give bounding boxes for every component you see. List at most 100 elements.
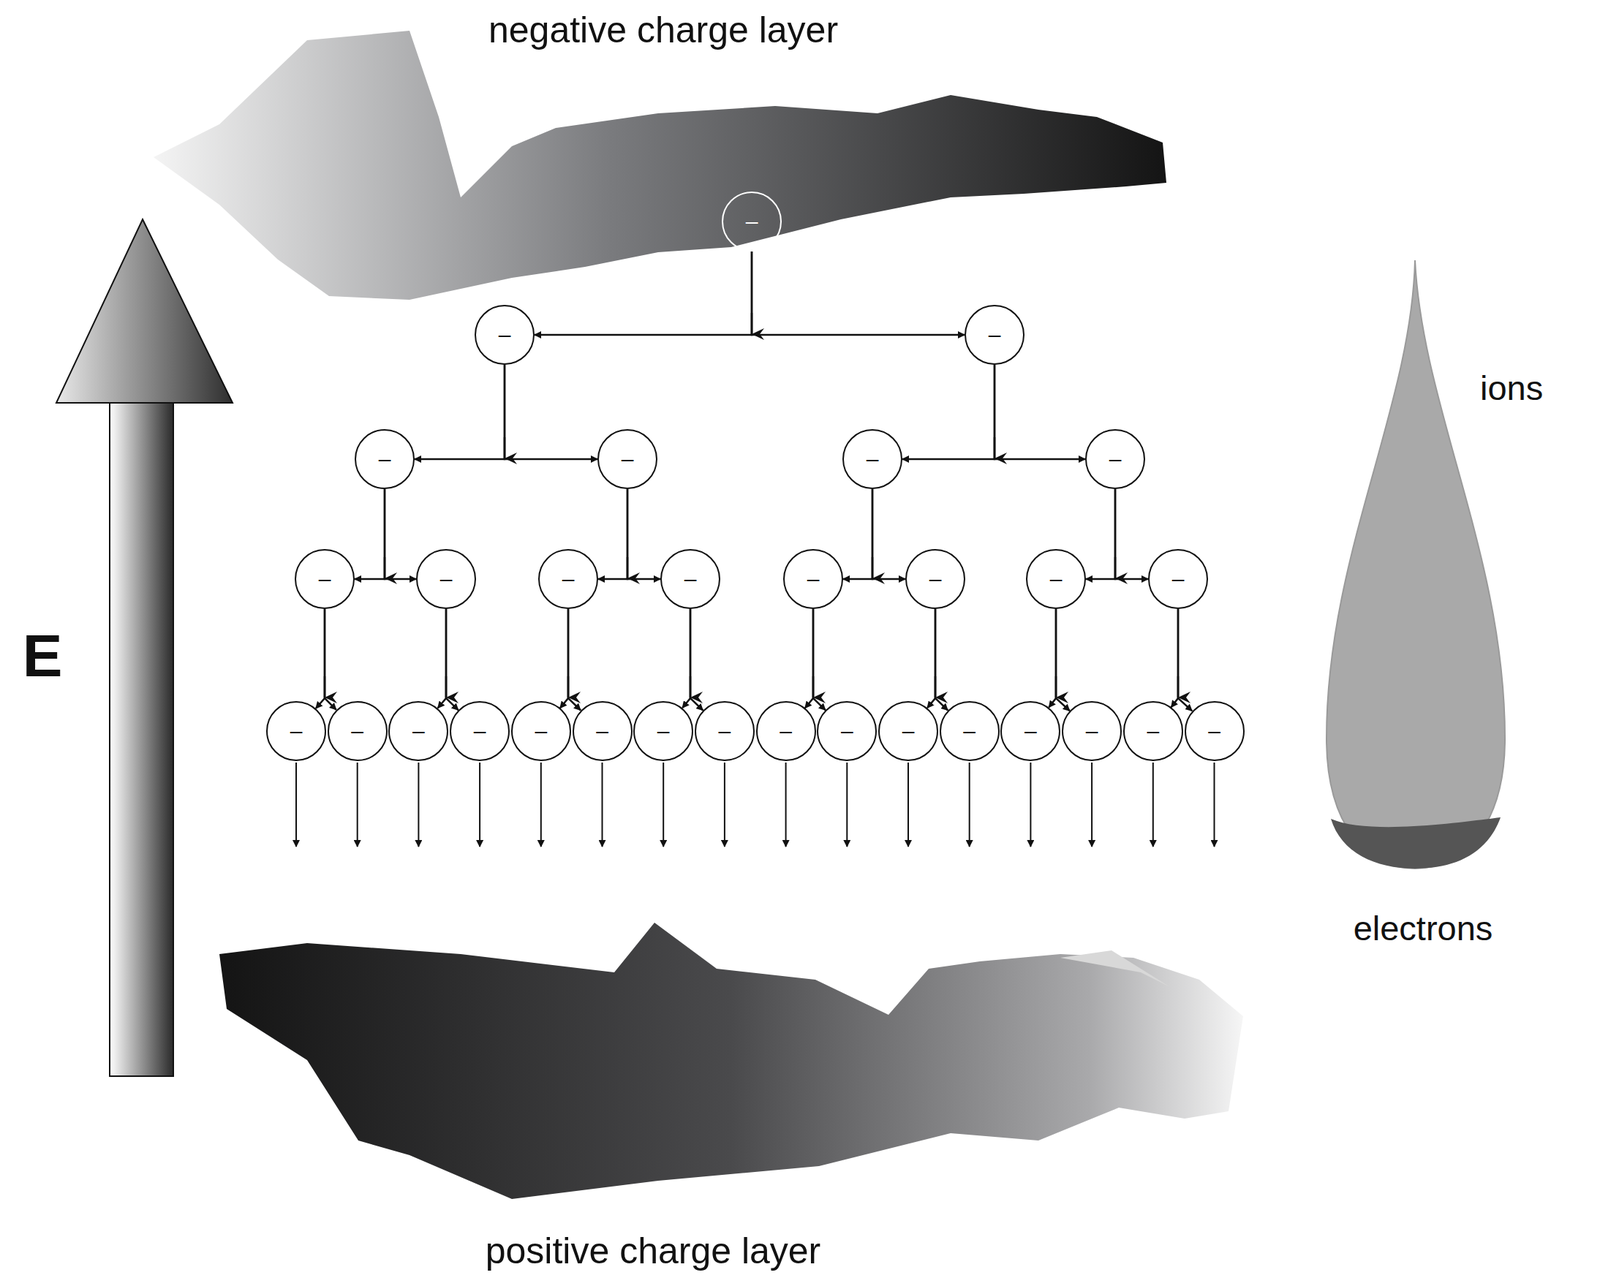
electron-circle: – (1000, 701, 1061, 762)
electron-circle: – (905, 549, 966, 610)
drift-arrow (478, 762, 481, 847)
drift-arrow (601, 762, 604, 847)
drift-arrow (968, 762, 971, 847)
charge-sign: – (351, 720, 364, 743)
electron-circle: – (354, 429, 415, 490)
field-arrow-shaft (109, 402, 174, 1077)
electron-circle: – (694, 701, 755, 762)
split-connector (935, 609, 948, 711)
charge-sign: – (929, 568, 942, 591)
electron-circle: – (474, 304, 535, 365)
charge-sign: – (807, 568, 820, 591)
electron-circle: – (597, 429, 658, 490)
electron-circle: – (327, 701, 388, 762)
electron-cap (1330, 817, 1501, 869)
charge-sign: – (498, 323, 512, 346)
split-connector (414, 364, 505, 460)
charge-sign: – (657, 720, 670, 743)
split-connector (315, 609, 325, 709)
split-connector (902, 364, 995, 460)
charge-sign: – (440, 568, 453, 591)
split-connector (1055, 609, 1070, 711)
split-connector (324, 609, 337, 711)
charge-sign: – (1050, 568, 1063, 591)
charge-sign: – (840, 720, 854, 743)
charge-sign: – (621, 448, 635, 471)
electron-circle: – (756, 701, 817, 762)
charge-sign: – (866, 448, 879, 471)
split-connector (805, 609, 814, 708)
charge-sign: – (988, 323, 1002, 346)
charge-sign: – (902, 720, 915, 743)
drift-arrow (295, 762, 297, 847)
split-connector (872, 489, 906, 580)
drift-arrow (907, 762, 909, 847)
electron-circle: – (783, 549, 844, 610)
electron-circle: – (633, 701, 694, 762)
electron-circle: – (388, 701, 449, 762)
split-connector (568, 609, 581, 711)
caption-label: electrons (1353, 909, 1494, 948)
electron-circle: – (878, 701, 939, 762)
electron-circle: – (266, 701, 327, 762)
drift-arrow (540, 762, 542, 847)
split-connector (1171, 609, 1179, 708)
drift-arrow (662, 762, 664, 847)
split-connector (927, 609, 936, 708)
drift-arrow (1091, 762, 1093, 847)
charge-sign: – (562, 568, 575, 591)
caption-label: negative charge layer (488, 10, 839, 51)
electron-circle: – (1025, 549, 1086, 610)
drift-arrow (356, 762, 359, 847)
positive-charge-cloud (219, 922, 1244, 1200)
charge-sign: – (1024, 720, 1037, 743)
electron-circle: – (964, 304, 1025, 365)
electron-circle: – (1061, 701, 1122, 762)
charge-sign: – (1208, 720, 1221, 743)
split-connector (1178, 609, 1192, 711)
drift-arrow (1213, 762, 1216, 847)
split-connector (813, 609, 826, 711)
drift-arrow (417, 762, 420, 847)
caption-label: ions (1480, 369, 1543, 408)
electron-circle: – (294, 549, 355, 610)
split-connector (504, 364, 598, 460)
split-connector (1115, 489, 1149, 580)
split-connector (843, 489, 873, 580)
electron-circle: – (511, 701, 572, 762)
charge-sign: – (745, 210, 759, 233)
electron-circle: – (1085, 429, 1146, 490)
caption-label: E (22, 623, 63, 689)
electron-circle: – (1123, 701, 1184, 762)
split-connector (682, 609, 691, 708)
electron-circle: – (538, 549, 599, 610)
drift-arrow (846, 762, 848, 847)
electron-circle: – (816, 701, 877, 762)
split-connector (446, 609, 459, 711)
negative-charge-cloud (153, 30, 1167, 300)
charge-sign: – (1146, 720, 1160, 743)
charge-sign: – (290, 720, 303, 743)
charge-sign: – (1172, 568, 1185, 591)
charge-sign: – (412, 720, 425, 743)
electron-circle: – (721, 191, 782, 252)
caption-label: positive charge layer (485, 1231, 822, 1272)
ion-drop (1326, 260, 1505, 869)
drift-arrow (785, 762, 787, 847)
charge-sign: – (718, 720, 732, 743)
electron-circle: – (939, 701, 1000, 762)
split-connector (560, 609, 569, 708)
electron-circle: – (572, 701, 633, 762)
drift-arrow (723, 762, 726, 847)
split-connector (751, 251, 965, 335)
cloud-wisp (1060, 950, 1171, 988)
split-connector (354, 489, 385, 580)
charge-sign: – (595, 720, 609, 743)
electron-circle: – (1148, 549, 1209, 610)
electron-circle: – (449, 701, 510, 762)
charge-sign: – (963, 720, 976, 743)
charge-sign: – (378, 448, 392, 471)
charge-sign: – (684, 568, 697, 591)
